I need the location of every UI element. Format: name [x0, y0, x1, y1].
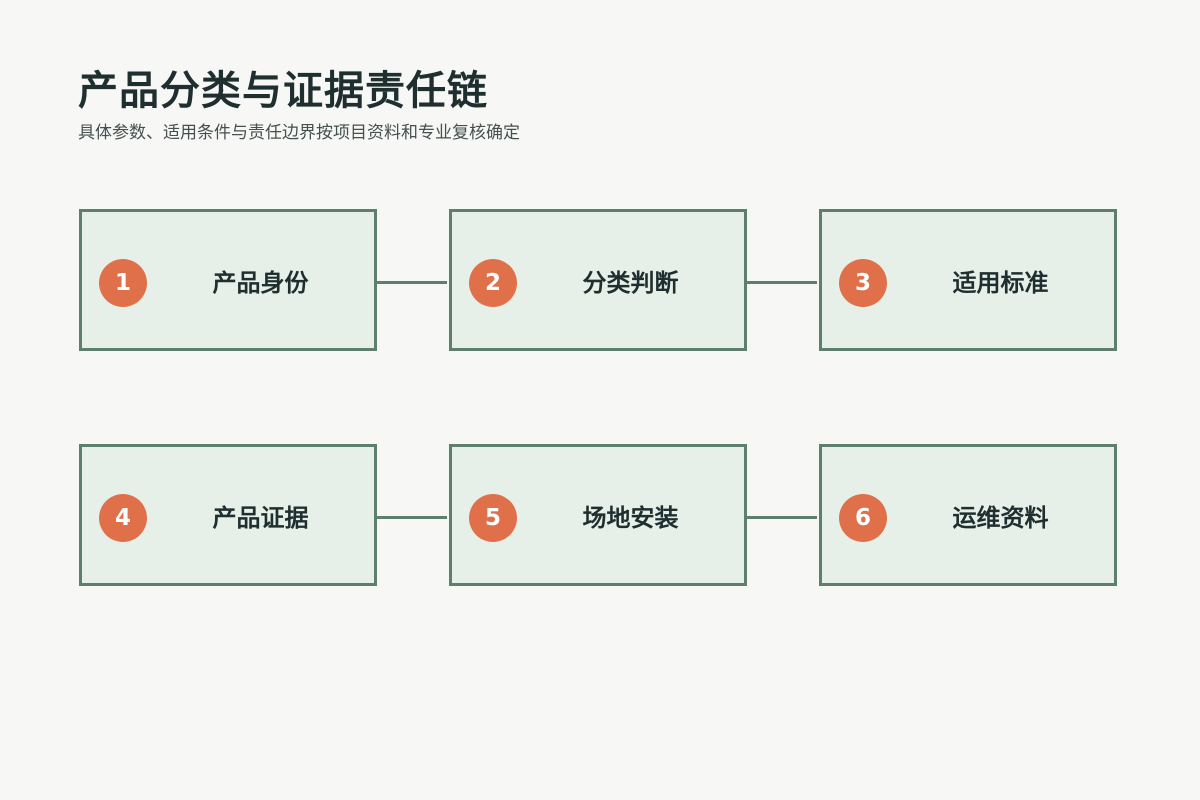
step-number-badge: 3	[839, 259, 887, 307]
step-number-badge: 4	[99, 494, 147, 542]
step-number-badge: 5	[469, 494, 517, 542]
page-title: 产品分类与证据责任链	[78, 68, 488, 114]
step-label: 场地安装	[582, 503, 679, 532]
step-box-2: 2 分类判断	[449, 209, 747, 351]
step-number-badge: 6	[839, 494, 887, 542]
connector-line	[377, 516, 447, 519]
step-box-5: 5 场地安装	[449, 444, 747, 586]
step-box-6: 6 运维资料	[819, 444, 1117, 586]
step-number-badge: 2	[469, 259, 517, 307]
step-label: 运维资料	[952, 503, 1049, 532]
step-label: 适用标准	[952, 268, 1049, 297]
step-label: 产品身份	[212, 268, 309, 297]
step-box-3: 3 适用标准	[819, 209, 1117, 351]
step-number-badge: 1	[99, 259, 147, 307]
step-label: 分类判断	[582, 268, 679, 297]
connector-line	[747, 281, 817, 284]
step-box-1: 1 产品身份	[79, 209, 377, 351]
connector-line	[377, 281, 447, 284]
step-box-4: 4 产品证据	[79, 444, 377, 586]
connector-line	[747, 516, 817, 519]
page-subtitle: 具体参数、适用条件与责任边界按项目资料和专业复核确定	[78, 123, 520, 143]
step-label: 产品证据	[212, 503, 309, 532]
